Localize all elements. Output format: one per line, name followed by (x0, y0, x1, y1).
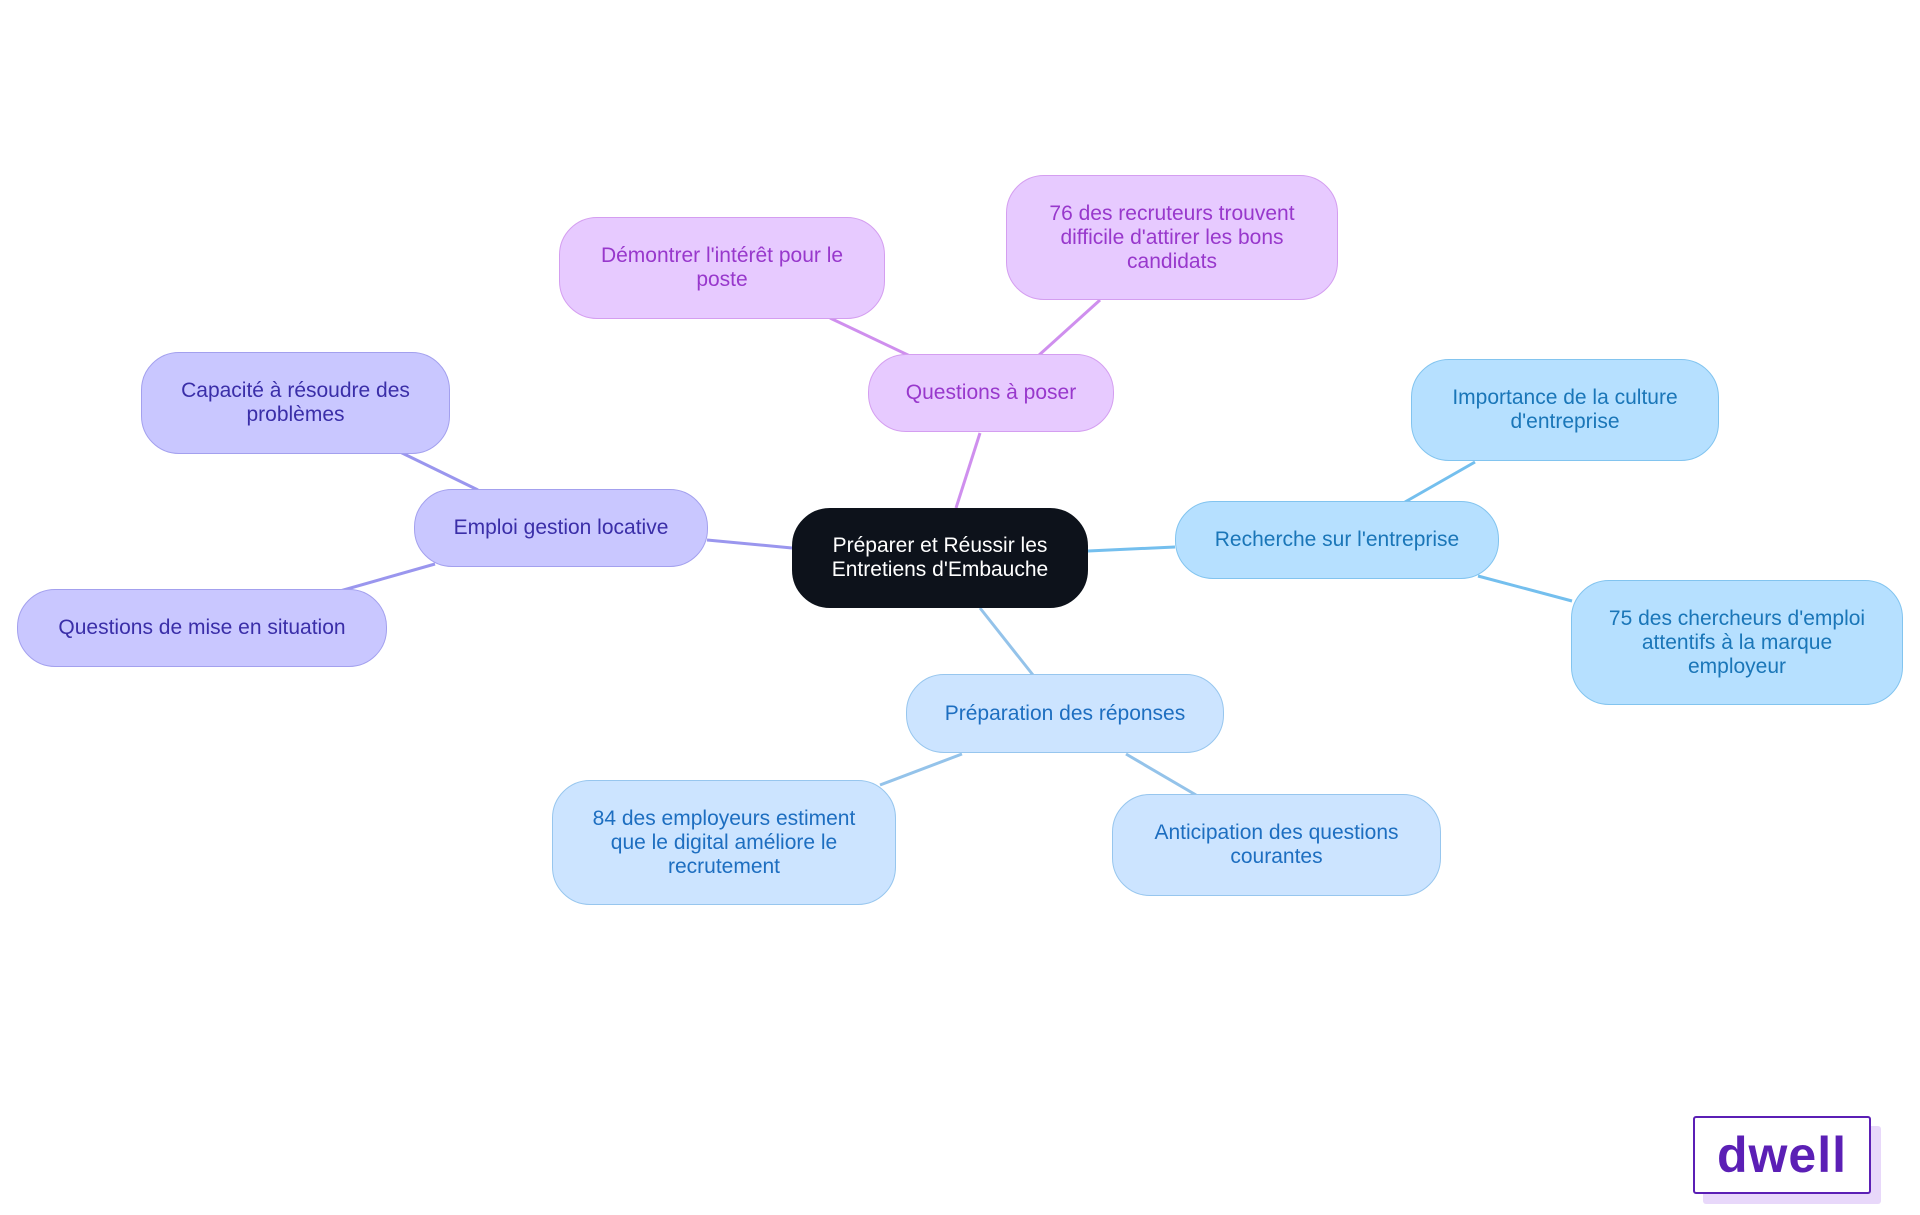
node-demontrer-interet[interactable]: Démontrer l'intérêt pour le poste (559, 217, 885, 319)
edge-preparation-digital (879, 752, 963, 787)
edge-preparation-anticipation (1125, 752, 1197, 797)
edge-questions-interet (829, 316, 911, 358)
root-node[interactable]: Préparer et Réussir les Entretiens d'Emb… (792, 508, 1088, 608)
edge-emploi-capacite (399, 450, 479, 492)
node-questions-a-poser[interactable]: Questions à poser (868, 354, 1114, 432)
node-label: Capacité à résoudre des problèmes (181, 379, 410, 426)
edge-root-questions (954, 432, 982, 509)
node-culture-entreprise[interactable]: Importance de la culture d'entreprise (1411, 359, 1719, 461)
node-label: 84 des employeurs estiment que le digita… (592, 806, 856, 878)
node-label: 75 des chercheurs d'emploi attentifs à l… (1608, 606, 1866, 678)
node-84-employeurs[interactable]: 84 des employeurs estiment que le digita… (552, 780, 896, 905)
node-label: Préparation des réponses (944, 701, 1186, 725)
node-75-chercheurs[interactable]: 75 des chercheurs d'emploi attentifs à l… (1571, 580, 1903, 705)
edge-root-recherche (1087, 545, 1176, 553)
edge-root-preparation (978, 607, 1035, 676)
root-label: Préparer et Réussir les Entretiens d'Emb… (831, 534, 1049, 581)
node-label: Recherche sur l'entreprise (1214, 528, 1460, 551)
node-capacite-resoudre[interactable]: Capacité à résoudre des problèmes (141, 352, 450, 454)
edge-root-emploi (706, 538, 793, 550)
logo-text: dwell (1716, 1127, 1848, 1183)
node-label: Importance de la culture d'entreprise (1452, 386, 1678, 433)
node-label: Démontrer l'intérêt pour le poste (600, 244, 844, 291)
edge-emploi-mise (339, 562, 436, 593)
node-mise-en-situation[interactable]: Questions de mise en situation (17, 589, 387, 667)
node-emploi-gestion-locative[interactable]: Emploi gestion locative (414, 489, 708, 567)
edge-questions-recruteurs (1036, 298, 1102, 358)
node-76-recruteurs[interactable]: 76 des recruteurs trouvent difficile d'a… (1006, 175, 1338, 300)
node-recherche-entreprise[interactable]: Recherche sur l'entreprise (1175, 501, 1499, 579)
edge-recherche-culture (1404, 460, 1476, 504)
node-label: 76 des recruteurs trouvent difficile d'a… (1049, 201, 1295, 273)
node-label: Anticipation des questions courantes (1154, 821, 1399, 868)
dwell-logo[interactable]: dwell (1693, 1116, 1871, 1194)
node-preparation-reponses[interactable]: Préparation des réponses (906, 674, 1224, 753)
node-anticipation-questions[interactable]: Anticipation des questions courantes (1112, 794, 1441, 896)
node-label: Questions à poser (905, 381, 1077, 404)
node-label: Emploi gestion locative (453, 516, 669, 539)
node-label: Questions de mise en situation (58, 616, 346, 639)
edge-recherche-marque (1477, 574, 1573, 603)
